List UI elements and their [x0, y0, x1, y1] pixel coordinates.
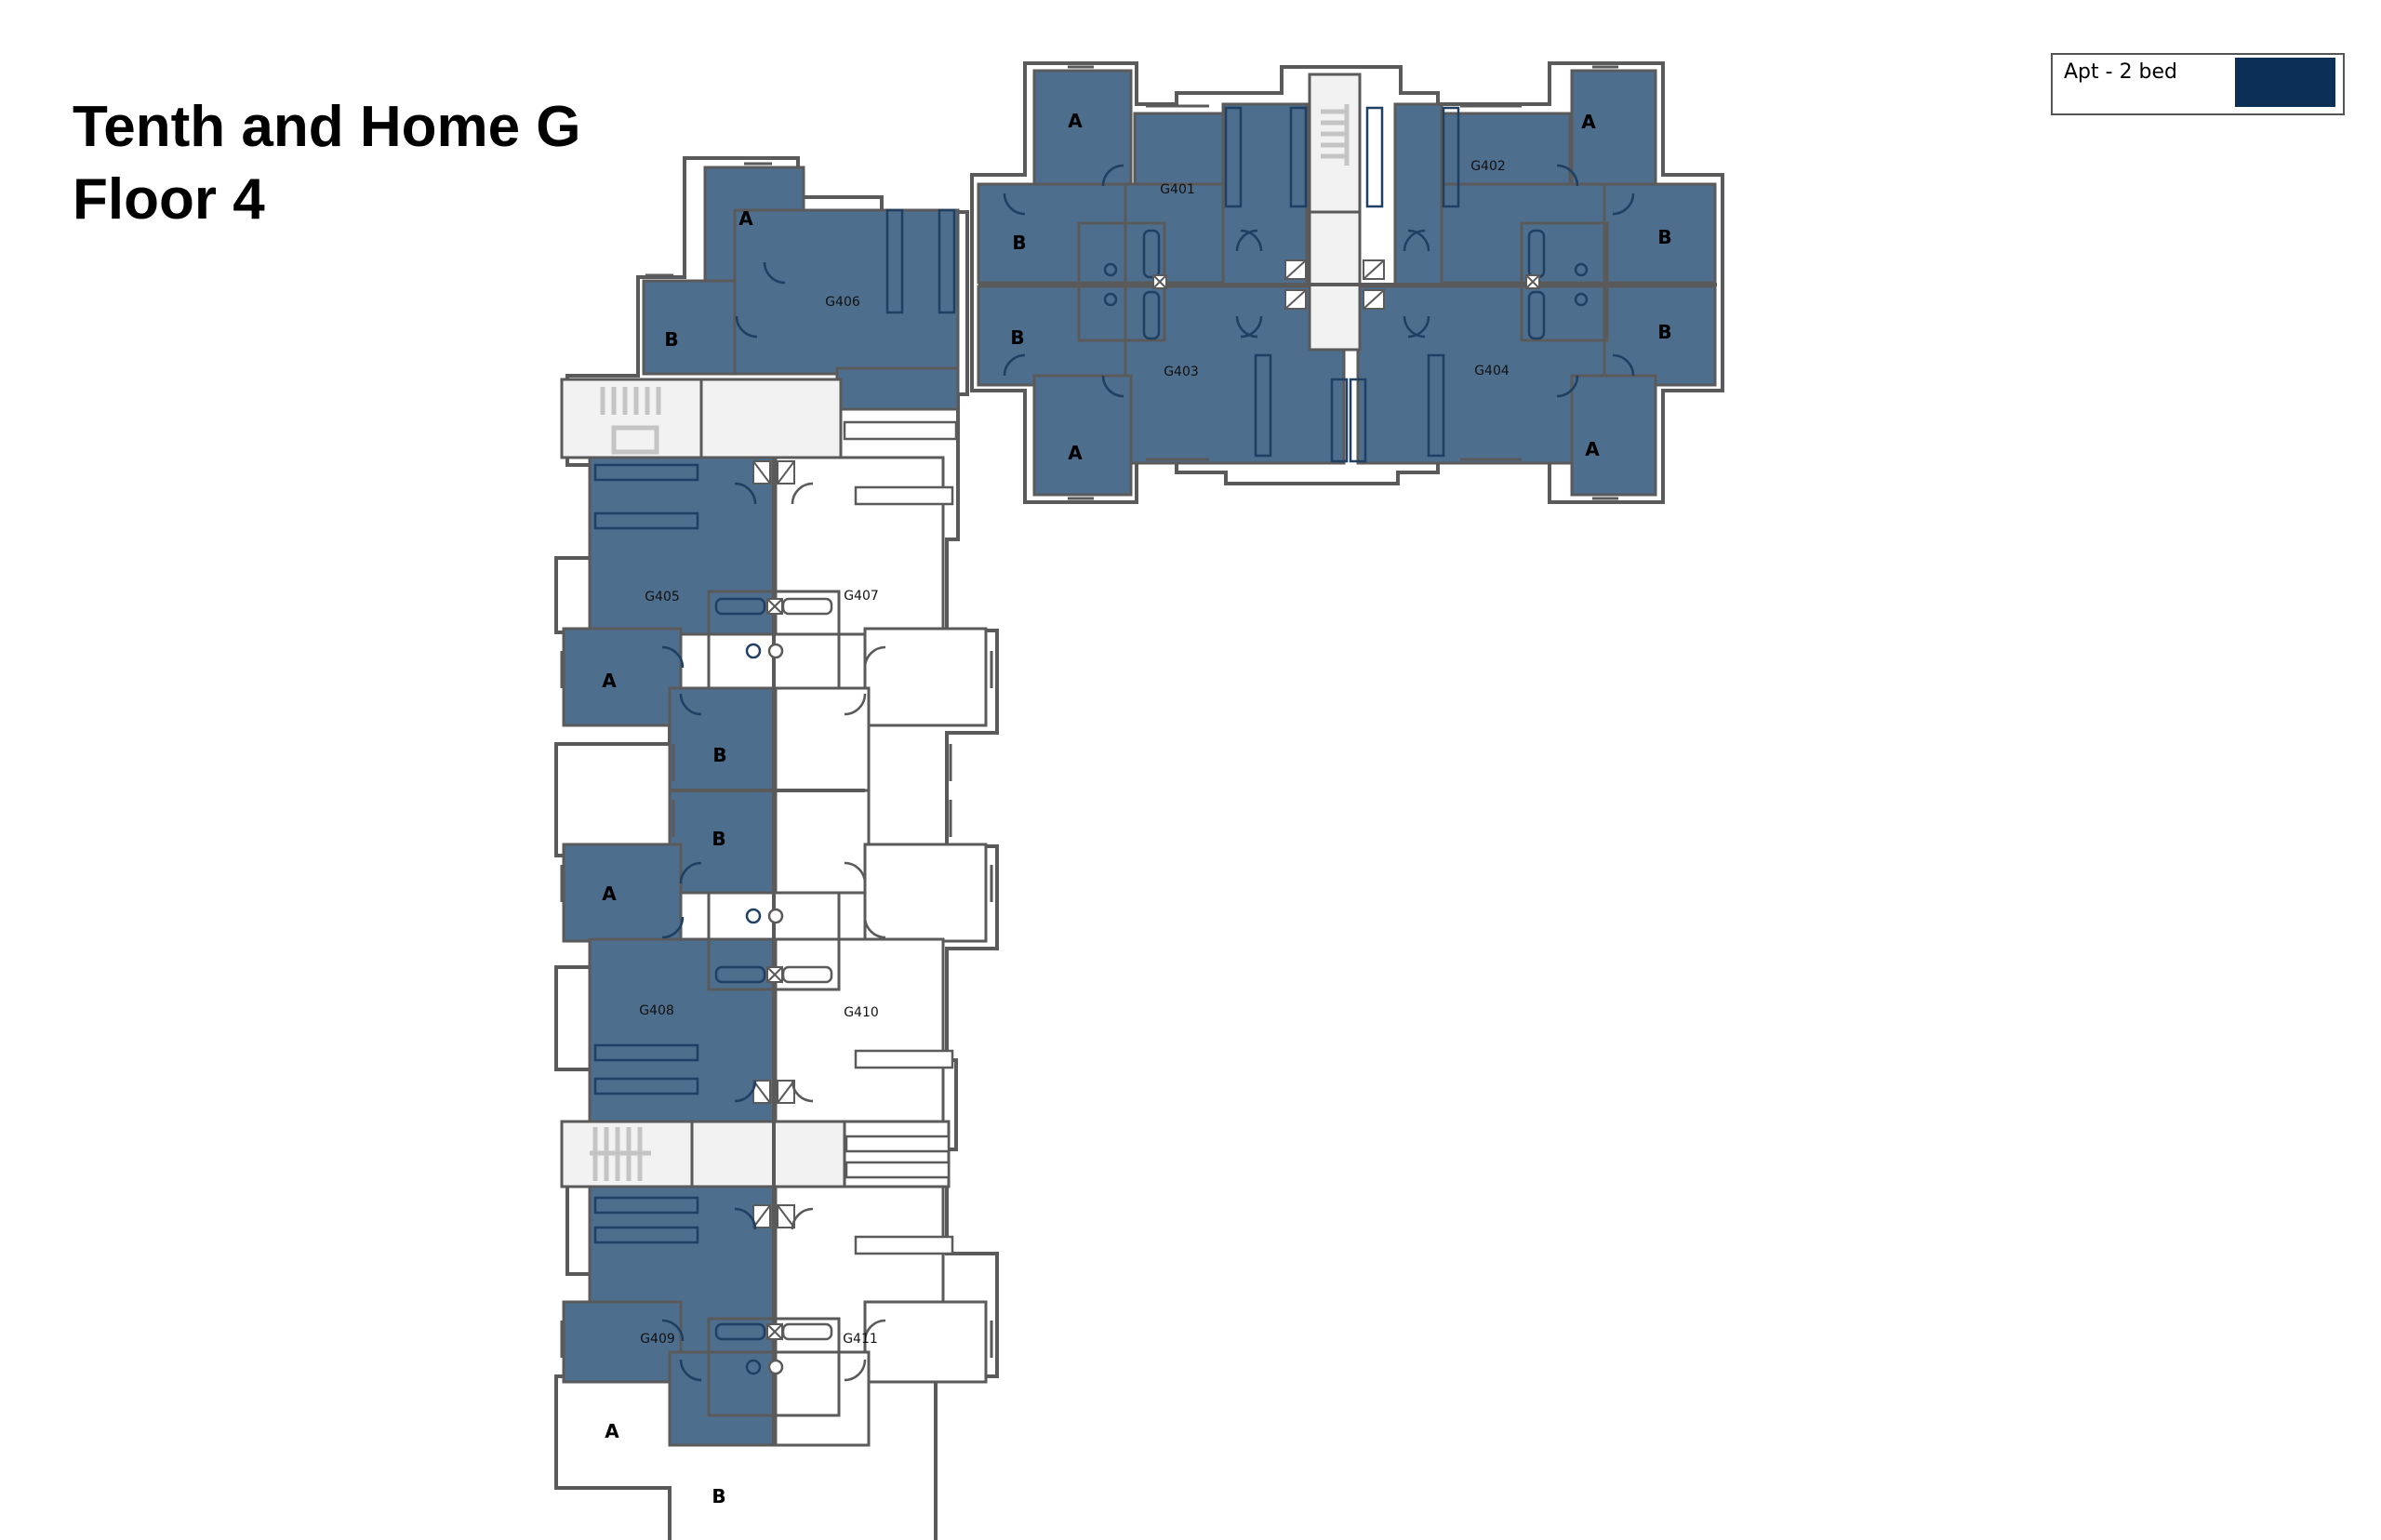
- unit-label-g408: G408: [639, 1003, 674, 1018]
- g401-kitchen: [1221, 102, 1309, 288]
- room-a-label: A: [1068, 110, 1083, 132]
- room-b-label: B: [712, 828, 725, 850]
- unit-label-g410: G410: [844, 1005, 879, 1020]
- west-wing: A B G406 G405 A B G407 B A G408 G410 G40…: [554, 156, 999, 1540]
- legend: Apt - 2 bed: [2051, 53, 2345, 115]
- g408-living: [588, 937, 776, 1123]
- room-b-label: B: [664, 328, 678, 351]
- room-b-label: B: [1657, 321, 1671, 343]
- room-a-label: A: [1585, 438, 1600, 460]
- kitchen-counter-icon: [1224, 106, 1460, 463]
- room-a-label: A: [738, 207, 753, 230]
- g410-room-a: [863, 843, 988, 943]
- floor-number: Floor 4: [73, 167, 265, 232]
- room-a-label: A: [602, 670, 617, 692]
- legend-item-label: Apt - 2 bed: [2064, 60, 2178, 84]
- north-wing: A B B A A B B A G401 G402 G403 G404: [970, 61, 1724, 504]
- unit-label-g411: G411: [843, 1332, 878, 1347]
- room-a-label: A: [605, 1420, 619, 1442]
- g402-kitchen: [1393, 102, 1443, 288]
- g402-room-a: [1570, 69, 1657, 188]
- unit-label-g403: G403: [1164, 365, 1199, 379]
- room-b-label: B: [712, 744, 726, 766]
- legend-swatch-apt-2-bed: [2235, 58, 2335, 107]
- toilet-icon: [1103, 262, 1589, 307]
- g401-room-a: [1032, 69, 1133, 188]
- stair-treads-icon: [1321, 104, 1350, 166]
- door-swing-icon: [1003, 164, 1635, 398]
- unit-label-g407: G407: [844, 589, 879, 604]
- g411-room-b: [774, 1350, 871, 1447]
- kitchen-counter-icon: [843, 420, 958, 1255]
- g406-entry: [835, 366, 960, 411]
- room-a-label: A: [1068, 442, 1083, 464]
- room-b-label: B: [1010, 326, 1024, 349]
- door-swing-icon: [791, 482, 886, 1382]
- unit-label-g406: G406: [825, 295, 860, 310]
- g409-room-a: [562, 1300, 683, 1384]
- g406-room-b: [642, 279, 738, 376]
- room-a-label: A: [1581, 111, 1596, 133]
- g409-room-b: [668, 1350, 776, 1447]
- window-marks: [1068, 65, 1618, 500]
- room-b-label: B: [712, 1485, 725, 1507]
- unit-label-g409: G409: [640, 1332, 675, 1347]
- stair-treads-icon: [600, 387, 661, 455]
- unit-label-g402: G402: [1470, 159, 1506, 174]
- g411-room-a: [863, 1300, 988, 1384]
- west-north-stair: [560, 378, 703, 459]
- bathtub-icon: [1142, 229, 1546, 340]
- bathroom-blocks: [707, 590, 841, 1417]
- stair-treads-icon: [590, 1127, 651, 1181]
- floor-title: Tenth and Home G Floor 4: [73, 91, 581, 236]
- g408-room-a: [562, 843, 683, 943]
- g407-room-a: [863, 627, 988, 727]
- g405-room-b: [668, 686, 776, 792]
- g403-living: [1124, 285, 1346, 465]
- kitchen-counter-icon: [593, 208, 956, 1244]
- unit-label-g405: G405: [645, 590, 680, 604]
- room-b-label: B: [1012, 232, 1026, 254]
- g404-living: [1356, 285, 1606, 465]
- g405-room-a: [562, 627, 683, 727]
- door-swing-icon: [661, 261, 786, 1382]
- window-marks: [560, 162, 993, 1358]
- bathtub-icon: [714, 597, 766, 1341]
- g410-room-b: [774, 789, 871, 895]
- g405-living: [588, 456, 776, 636]
- toilet-icon: [745, 643, 762, 1375]
- g404-room-b: [1598, 285, 1717, 387]
- g402-g404-bathroom: [1520, 221, 1609, 342]
- room-b-label: B: [1657, 226, 1671, 248]
- toilet-icon: [767, 643, 784, 1375]
- unit-label-g401: G401: [1160, 182, 1195, 197]
- west-south-corridor: [690, 1120, 846, 1188]
- g404-room-a: [1570, 374, 1657, 497]
- building-name: Tenth and Home G: [73, 95, 581, 159]
- north-corridor: [1308, 210, 1362, 352]
- room-a-label: A: [602, 883, 617, 905]
- shaft-icon: [752, 460, 795, 1340]
- shaft-icon: [1152, 259, 1540, 310]
- west-north-corridor: [699, 378, 843, 459]
- unit-label-g404: G404: [1474, 364, 1510, 378]
- g406-living: [733, 208, 960, 376]
- g403-room-a: [1032, 374, 1133, 497]
- g407-room-b: [774, 686, 871, 792]
